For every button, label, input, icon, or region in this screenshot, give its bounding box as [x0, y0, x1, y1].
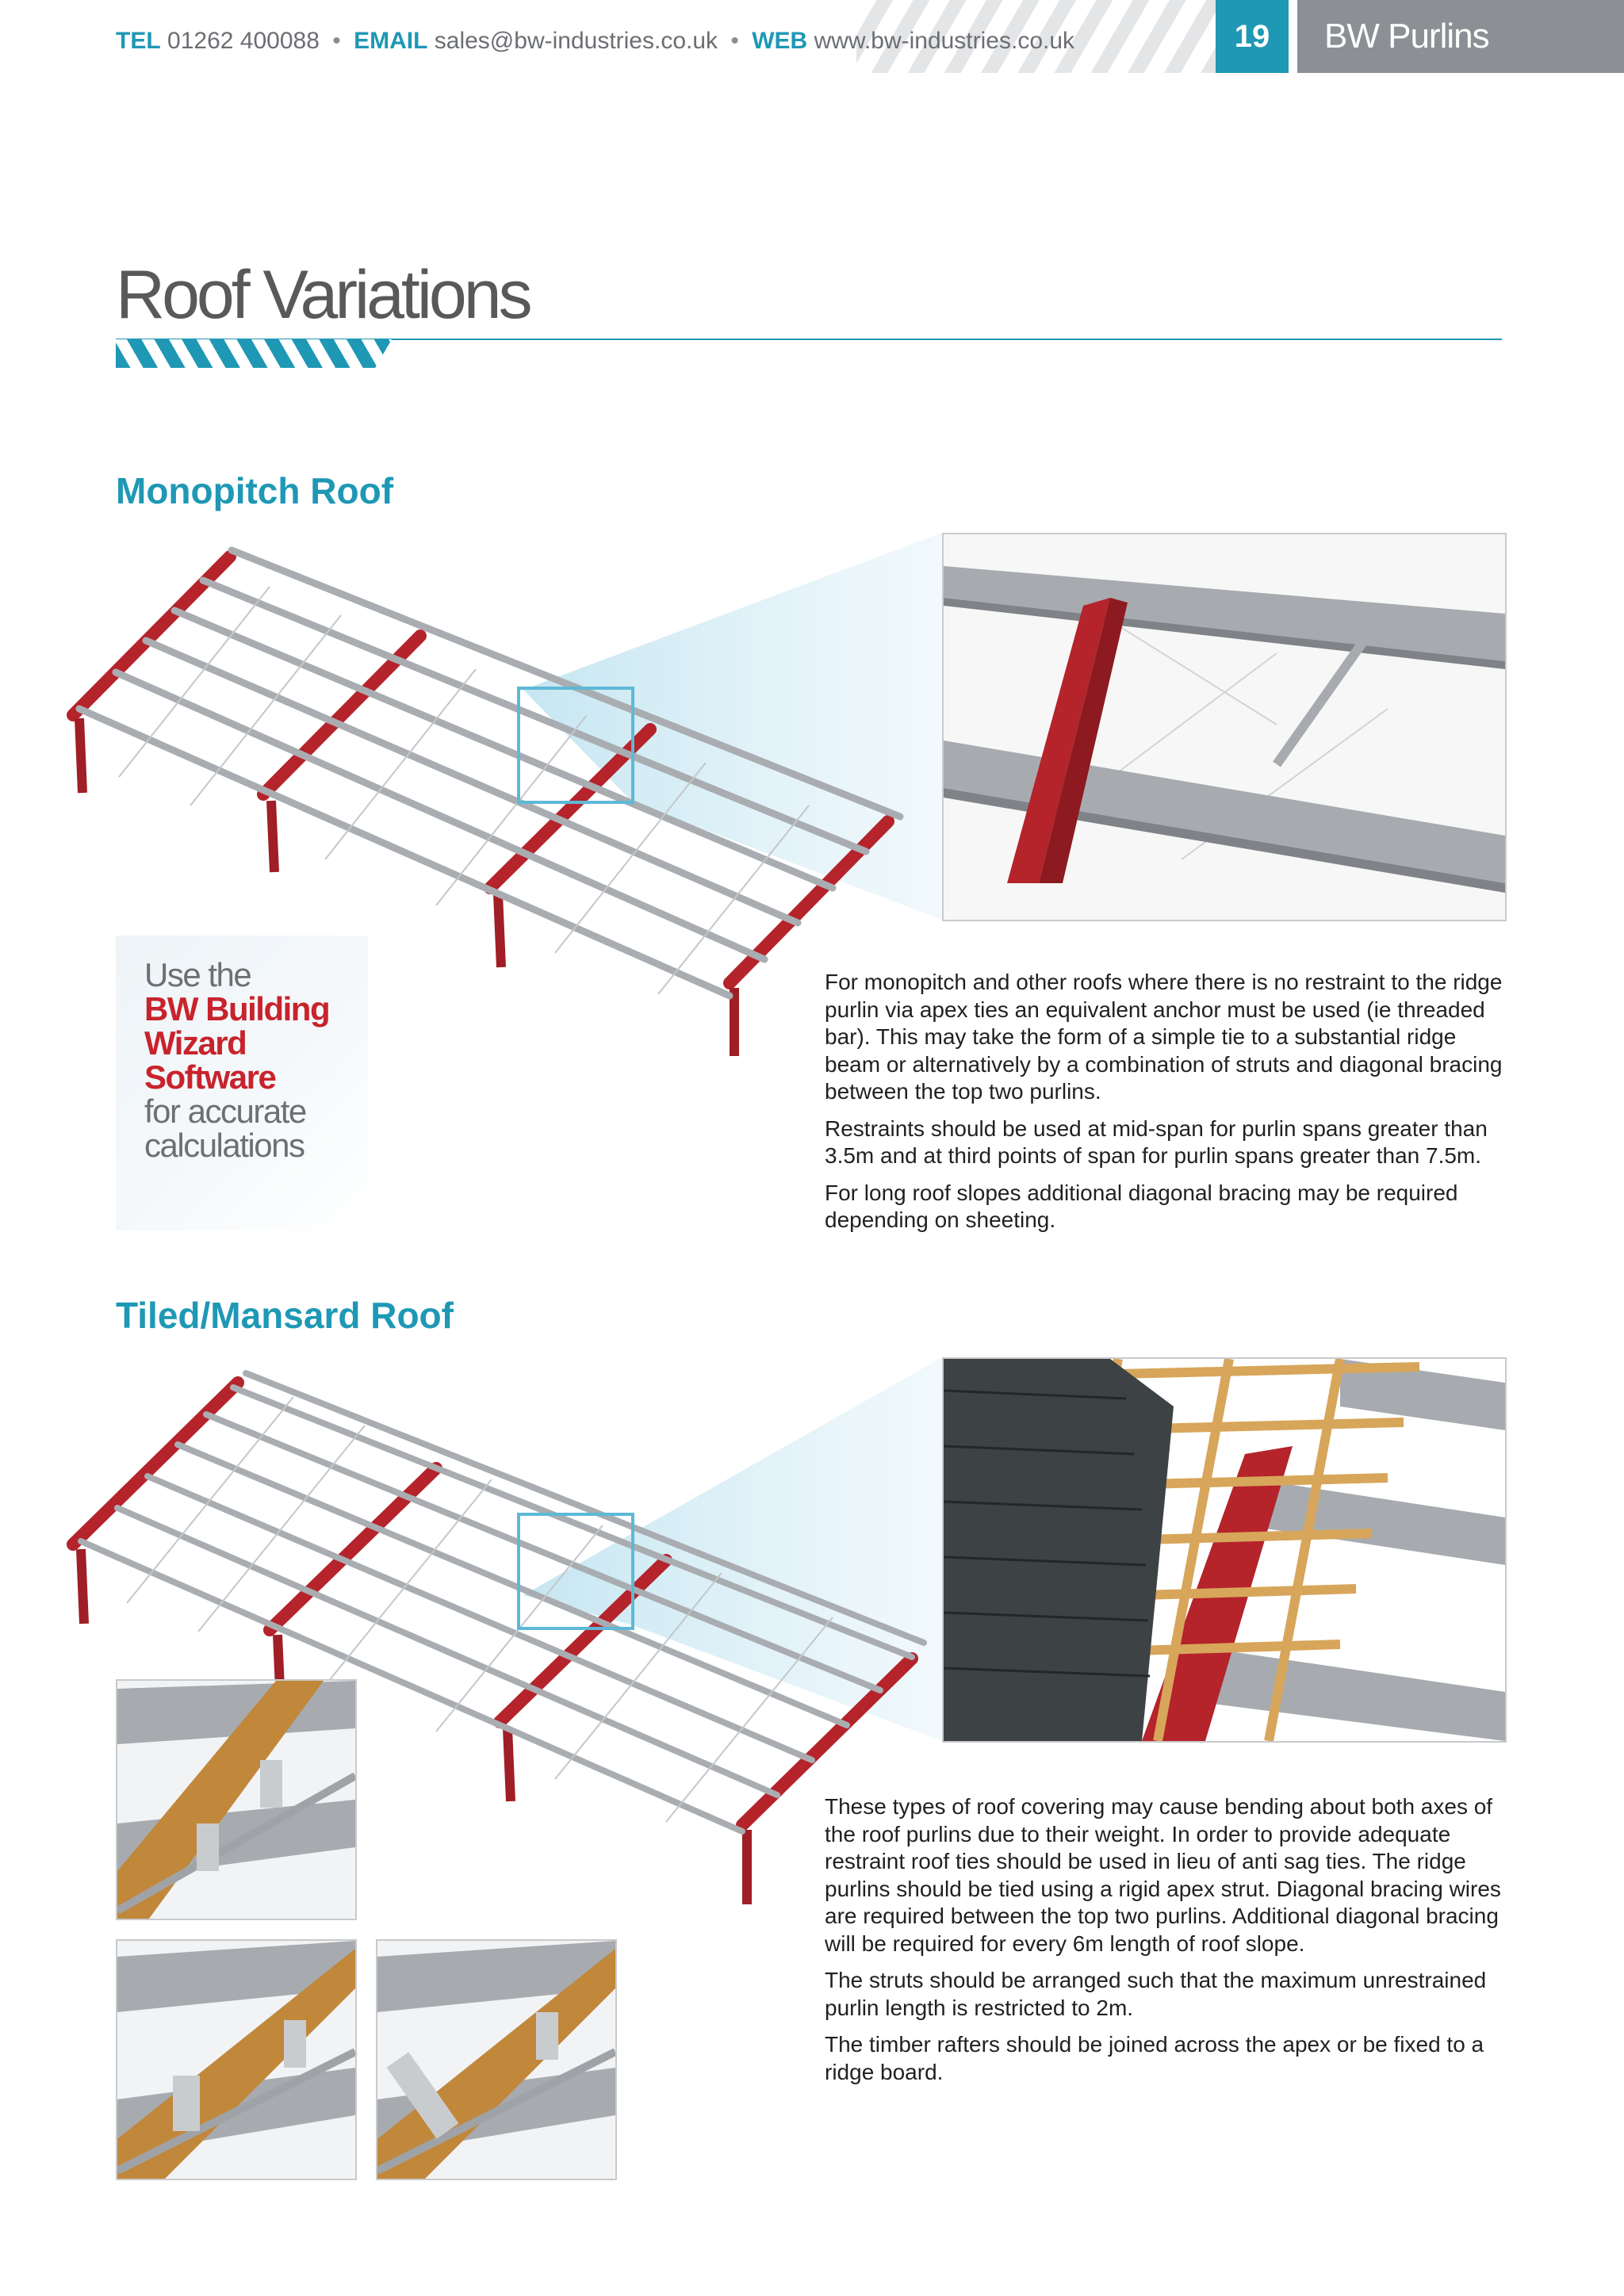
tel-number[interactable]: 01262 400088: [167, 28, 320, 54]
email-label: EMAIL: [354, 28, 428, 54]
page-number: 19: [1216, 0, 1289, 73]
monopitch-detail-image: [942, 533, 1507, 921]
promo-software-name: Wizard: [144, 1024, 247, 1062]
separator-dot: •: [332, 28, 341, 54]
monopitch-roof-illustration: [67, 546, 904, 1056]
email-link[interactable]: sales@bw-industries.co.uk: [434, 28, 718, 54]
promo-line: for accurate: [144, 1093, 307, 1130]
tiled-heading: Tiled/Mansard Roof: [116, 1295, 454, 1336]
header-contact-line: TEL 01262 400088 • EMAIL sales@bw-indust…: [116, 25, 1074, 57]
tiled-detail-image: [942, 1357, 1507, 1743]
roof-tie-detail-3: [376, 1939, 617, 2180]
tel-label: TEL: [116, 28, 161, 54]
tiled-roof-illustration: [67, 1370, 927, 1904]
monopitch-paragraph: For long roof slopes additional diagonal…: [825, 1180, 1458, 1233]
monopitch-heading: Monopitch Roof: [116, 470, 394, 511]
title-stripes: [116, 339, 392, 368]
brand-name: BW Purlins: [1297, 0, 1624, 73]
promo-software-name: BW Building: [144, 990, 331, 1027]
tiled-text: These types of roof covering may cause b…: [825, 1793, 1515, 2095]
promo-line: Use the: [144, 956, 252, 993]
monopitch-text: For monopitch and other roofs where ther…: [825, 969, 1515, 1244]
separator-dot: •: [730, 28, 739, 54]
header-stripes: [856, 0, 1221, 73]
monopitch-paragraph: Restraints should be used at mid-span fo…: [825, 1115, 1488, 1169]
tiled-paragraph: The timber rafters should be joined acro…: [825, 2032, 1484, 2084]
software-promo[interactable]: Use the BW Building Wizard Software for …: [116, 936, 368, 1230]
web-link[interactable]: www.bw-industries.co.uk: [814, 28, 1075, 54]
tiled-paragraph: These types of roof covering may cause b…: [825, 1794, 1501, 1956]
roof-tie-detail-1: [116, 1679, 357, 1920]
roof-tie-detail-2: [116, 1939, 357, 2180]
monopitch-paragraph: For monopitch and other roofs where ther…: [825, 970, 1503, 1104]
page-title: Roof Variations: [116, 257, 533, 333]
promo-software-name: Software: [144, 1058, 277, 1096]
tiled-paragraph: The struts should be arranged such that …: [825, 1968, 1487, 2020]
title-rule: [116, 339, 1502, 340]
web-label: WEB: [752, 28, 808, 54]
promo-line: calculations: [144, 1127, 305, 1164]
